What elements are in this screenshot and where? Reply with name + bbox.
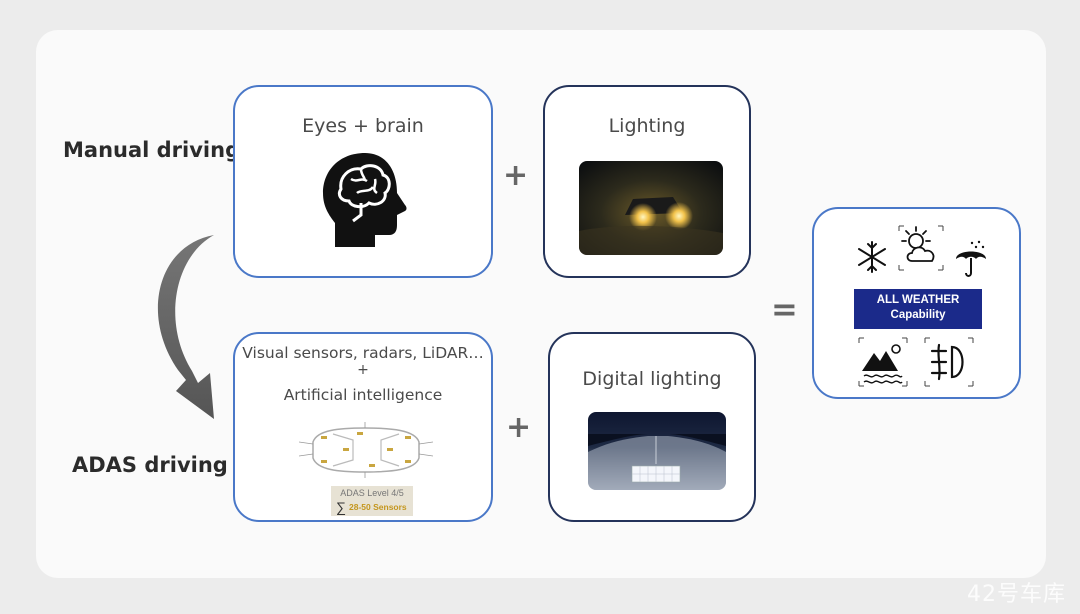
ai-title: Artificial intelligence (283, 386, 443, 404)
digital-lighting-box: Digital lighting (548, 332, 756, 522)
car-sensors-diagram (299, 422, 433, 478)
foggy-headlights-photo (579, 161, 723, 255)
snowflake-icon (858, 241, 886, 273)
all-weather-box: ALL WEATHER Capability (812, 207, 1021, 399)
watermark: 42号车库 (967, 582, 1066, 607)
lighting-title: Lighting (608, 115, 686, 137)
all-weather-line1: ALL WEATHER (876, 294, 960, 306)
digital-lighting-title: Digital lighting (582, 368, 722, 390)
sum-icon: ∑ (336, 499, 346, 515)
sensors-plus: + (357, 362, 369, 378)
sensor-count-text: 28-50 Sensors (349, 502, 407, 512)
sun-cloud-icon (898, 225, 944, 271)
curved-arrow (157, 213, 214, 419)
adas-driving-label: ADAS driving (72, 453, 228, 477)
sensor-count-tag: ADAS Level 4/5 ∑ 28-50 Sensors (331, 486, 413, 516)
plus-sign-bottom: + (506, 410, 532, 445)
sensors-ai-box: Visual sensors, radars, LiDAR… + Artific… (233, 332, 493, 522)
all-weather-line2: Capability (890, 309, 946, 321)
lighting-box: Lighting (543, 85, 751, 278)
equals-sign: = (771, 290, 798, 328)
adas-level-text: ADAS Level 4/5 (340, 488, 404, 498)
manual-driving-label: Manual driving (63, 138, 241, 162)
fog-light-icon (924, 337, 974, 387)
arrow-shape (157, 213, 214, 419)
sensors-title: Visual sensors, radars, LiDAR… (242, 344, 484, 362)
umbrella-rain-icon (956, 240, 986, 277)
plus-sign-top: + (503, 158, 529, 193)
eyes-brain-title: Eyes + brain (302, 115, 424, 137)
digital-road-projection-photo (588, 412, 726, 490)
mountain-lake-icon (858, 337, 908, 387)
eyes-brain-box: Eyes + brain (233, 85, 493, 278)
all-weather-banner: ALL WEATHER Capability (854, 289, 982, 329)
head-brain-icon (323, 153, 407, 247)
